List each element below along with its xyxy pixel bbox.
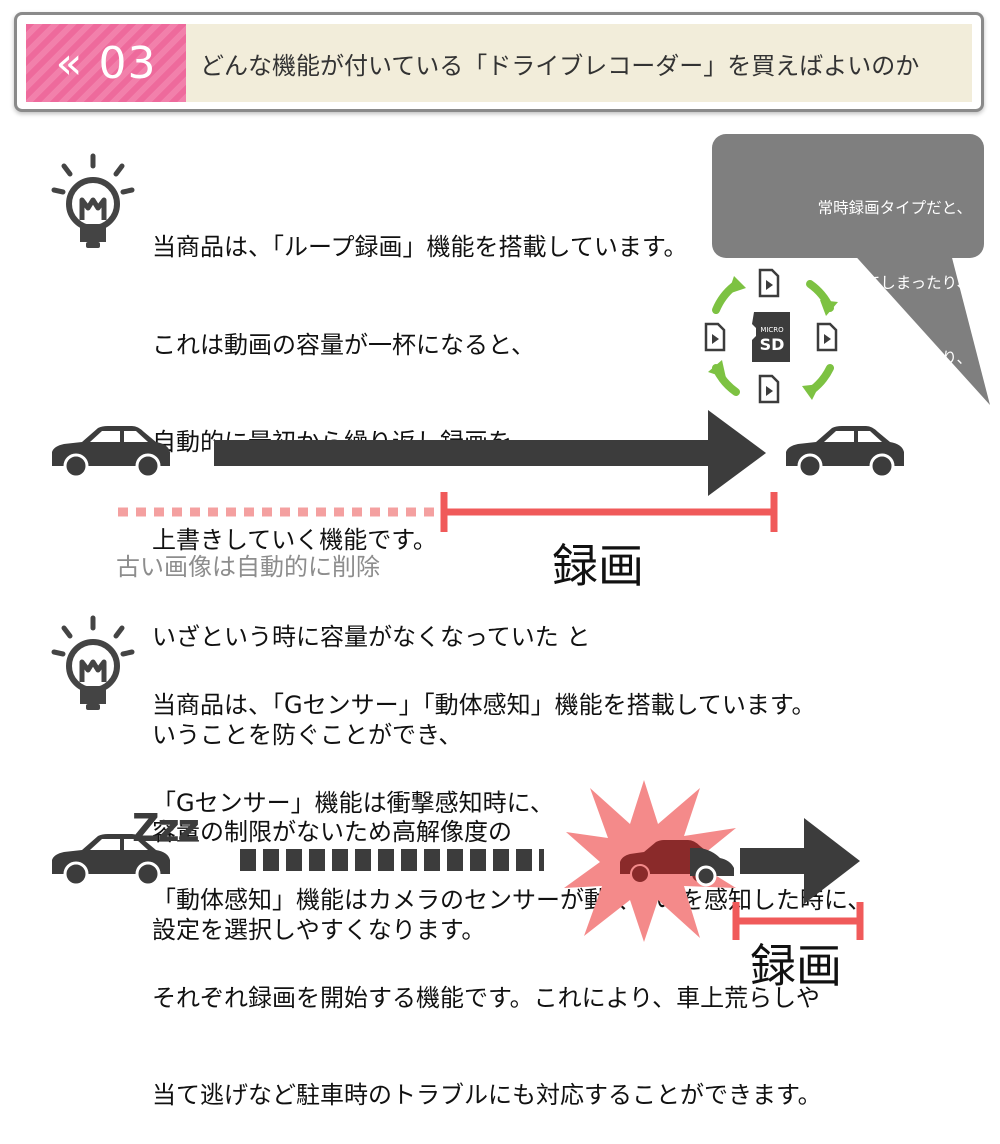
car-icon [52,426,170,479]
desc-line: 当商品は、「Gセンサー」「動体感知」機能を搭載しています。 [152,691,816,719]
time-arrow [214,410,766,496]
recording-timeline [118,492,778,532]
lightbulb-icon [51,615,135,710]
desc-line: 当て逃げなど駐車時のトラブルにも対応することができます。 [152,1081,822,1109]
recording-label: 録画 [552,539,644,593]
speech-bubble-tail [850,250,990,405]
bubble-line: 長時間録画に未対応だったり、 [755,349,972,367]
speech-bubble-text: 常時録画タイプだと、 高価になってしまったり、 長時間録画に未対応だったり、 画… [712,146,972,471]
desc-line: いうことを防ぐことができ、 [152,720,463,749]
speech-bubble [712,134,984,258]
sd-card-label: SD [760,335,785,354]
desc-line: 容量の制限がないため高解像度の [152,818,512,846]
file-icon [758,268,780,298]
deleted-caption: 古い画像は自動的に削除 [116,553,380,581]
desc-line: 当商品は、「ループ録画」機能を搭載しています。 [152,233,688,261]
desc-line: 「Gセンサー」機能は衝撃感知時に、 [152,788,554,817]
bubble-line: 常時録画タイプだと、 [817,199,972,217]
sd-card-small-label: MICRO [760,326,784,334]
section-title: どんな機能が付いている「ドライブレコーダー」を買えばよいのか [186,24,972,102]
desc-line: 設定を選択しやすくなります。 [152,915,486,944]
loop-recording-diagram: MICRO SD [704,268,838,404]
parked-car-icon [52,834,170,887]
waiting-dashed-line [240,849,544,871]
desc-line: 「動体感知」機能はカメラのセンサーが動くものを感知した時に、 [152,886,872,914]
recording-start-arrow [740,818,860,904]
loop-recording-description: 当商品は、「ループ録画」機能を搭載しています。 これは動画の容量が一杯になると、… [152,166,687,979]
lightbulb-icon [51,153,135,248]
desc-line: 上書きしていく機能です。 [152,525,437,554]
section-number-badge: « 03 [26,24,186,102]
car-icon [786,426,904,479]
bubble-line: 高価になってしまったり、 [788,274,972,292]
desc-line: これは動画の容量が一杯になると、 [152,330,536,359]
sleep-zzz-text: Zzz [132,806,200,850]
recording-bracket [732,902,864,940]
recording-label: 録画 [750,939,842,993]
desc-line: いざという時に容量がなくなっていた と [152,623,591,651]
hit-car-rear [690,848,734,887]
